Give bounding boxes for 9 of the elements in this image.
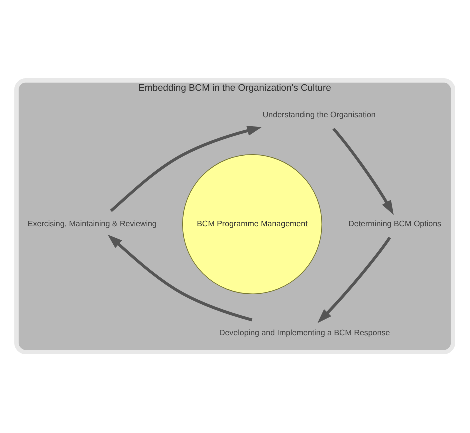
node-circle: BCM Programme Management — [182, 154, 322, 295]
arrow — [110, 126, 262, 212]
node-text: Exercising, Maintaining & Reviewing — [28, 220, 157, 229]
arrow — [318, 236, 392, 324]
arrow — [332, 128, 394, 216]
node-text: Determining BCM Options — [348, 220, 442, 229]
arrow — [108, 234, 253, 322]
node-text: Developing and Implementing a BCM Response — [219, 328, 390, 338]
node-text: Understanding the Organisation — [262, 110, 376, 120]
